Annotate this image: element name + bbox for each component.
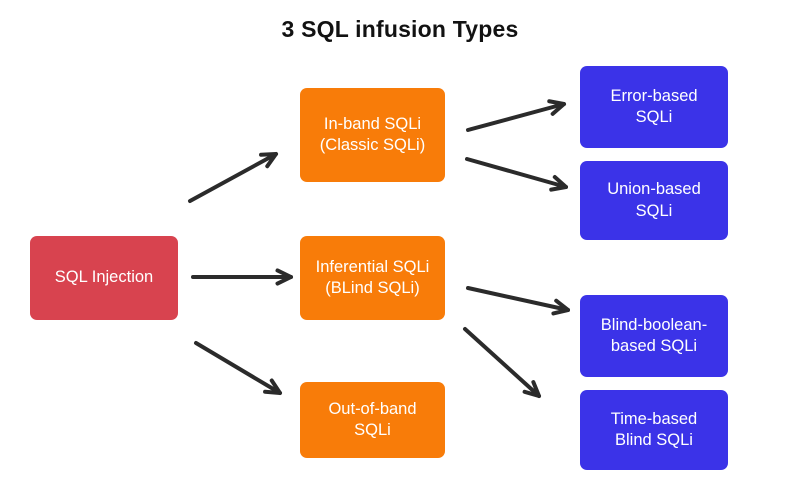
arrow-root-to-inferential (191, 268, 293, 286)
node-sql-injection[interactable]: SQL Injection (30, 236, 178, 320)
node-inferential-sqli-blind-sqli[interactable]: Inferential SQLi (BLind SQLi) (300, 236, 445, 320)
arrow-inband-to-union (465, 157, 568, 192)
arrow-inferential-to-timebased (463, 327, 541, 398)
arrow-inband-to-error (466, 99, 566, 132)
node-in-band-sqli-classic-sqli[interactable]: In-band SQLi (Classic SQLi) (300, 88, 445, 182)
arrow-root-to-inband (188, 152, 278, 203)
node-error-based-sqli[interactable]: Error-based SQLi (580, 66, 728, 148)
arrow-inferential-to-blindbool (466, 286, 570, 316)
page-title: 3 SQL infusion Types (281, 16, 519, 42)
node-time-based-blind-sqli[interactable]: Time-based Blind SQLi (580, 390, 728, 470)
node-union-based-sqli[interactable]: Union-based SQLi (580, 161, 728, 240)
node-blind-boolean-based-sqli[interactable]: Blind-boolean- based SQLi (580, 295, 728, 377)
arrow-root-to-outofband (194, 341, 282, 395)
node-out-of-band-sqli[interactable]: Out-of-band SQLi (300, 382, 445, 458)
